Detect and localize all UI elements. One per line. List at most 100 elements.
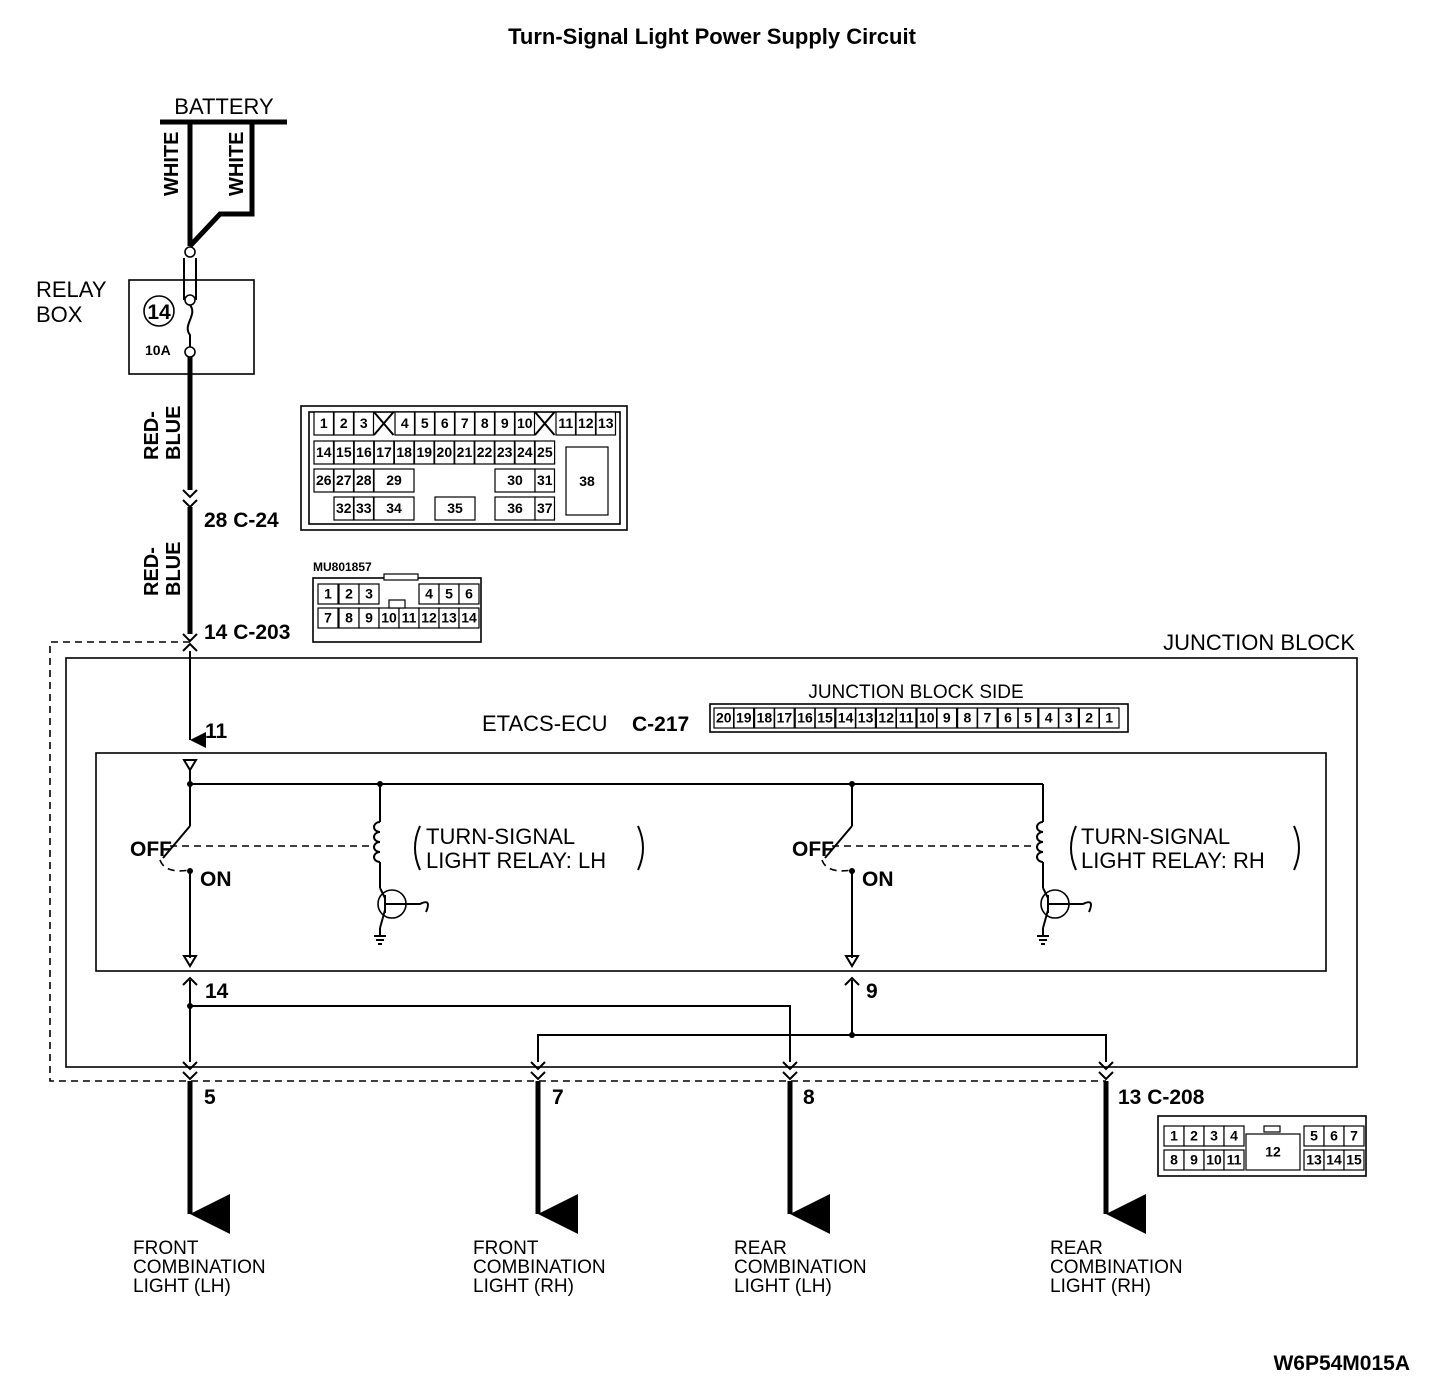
c208-pin-number: 13 [1306, 1152, 1322, 1168]
c208-pin-7: 7 [552, 1086, 564, 1109]
relay-rh-switch-contact [824, 825, 853, 859]
relay-box-label-2: BOX [36, 302, 83, 327]
c24-cell [595, 411, 617, 436]
figure-id: W6P54M015A [1273, 1352, 1410, 1375]
c208-pin-number: 15 [1346, 1152, 1362, 1168]
c217-pin-number: 12 [878, 709, 894, 725]
c24-pin-number: 35 [447, 500, 463, 516]
c24-cell [514, 411, 536, 436]
c24-pin-number: 1 [320, 415, 328, 431]
c203-pin-number: 3 [365, 586, 373, 602]
c24-pin-number: 4 [401, 415, 409, 431]
junction-block-box [65, 657, 1358, 1068]
c217-pin-number: 16 [797, 709, 813, 725]
fusible-link [183, 258, 197, 300]
c217-cell [855, 707, 876, 729]
c208-pin-number: 11 [1227, 1152, 1242, 1168]
c24-pin-number: 13 [598, 415, 614, 431]
relay-lh-off: OFF [130, 838, 172, 861]
fuse-rating: 10A [145, 342, 171, 358]
fuse-terminal-top [184, 294, 196, 306]
fuse-number-circle [143, 295, 175, 327]
c217-pin-number: 2 [1085, 709, 1093, 725]
c208-cell [1245, 1133, 1301, 1171]
relay-lh-label-1: TURN-SIGNAL [426, 824, 575, 849]
c203-cell [458, 583, 480, 605]
c24-pin-number: 11 [558, 415, 573, 431]
c217-pin-number: 14 [838, 709, 854, 725]
c203-pin-number: 11 [402, 610, 417, 626]
c203-cell [317, 607, 339, 629]
c24-cell [565, 446, 609, 516]
c217-pin-number: 1 [1105, 709, 1113, 725]
c208-pin-8: 8 [803, 1086, 815, 1109]
c208-pin-number: 1 [1170, 1128, 1178, 1144]
ecu-pin-9-label: 9 [866, 980, 878, 1003]
c24-cell [373, 468, 415, 493]
c217-pin-number: 9 [943, 709, 951, 725]
c208-pin-5: 5 [204, 1086, 216, 1109]
c217-pin-number: 7 [984, 709, 992, 725]
connector-c24-symbol [182, 489, 198, 509]
c217-pin-number: 8 [964, 709, 972, 725]
c217-pin-number: 20 [716, 709, 732, 725]
c217-pin-number: 11 [899, 709, 914, 725]
c203-cell [358, 583, 380, 605]
c203-pin-number: 12 [421, 610, 437, 626]
c217-cell [773, 707, 795, 729]
c208-pin-number: 7 [1350, 1128, 1358, 1144]
c24-pin-number: 16 [356, 444, 372, 460]
wire-color-red-blue-2b: BLUE [163, 542, 185, 596]
c24-pin-number: 18 [396, 444, 412, 460]
svg-text:COMBINATION: COMBINATION [1050, 1257, 1183, 1278]
ecu-pin-11-label: 11 [205, 720, 228, 743]
c24-pin-number: 25 [537, 444, 553, 460]
c208-pin-number: 8 [1170, 1152, 1178, 1168]
c24-pin-number: 31 [537, 472, 553, 488]
c217-pin-number: 15 [817, 709, 833, 725]
c217-cell [1098, 707, 1120, 729]
c24-pin-number: 21 [457, 444, 473, 460]
output-front-rh: FRONT COMBINATION LIGHT (RH) [473, 1238, 606, 1297]
c24-cell [393, 440, 415, 465]
relay-rh-on: ON [862, 868, 894, 891]
c24-pin-number: 3 [360, 415, 368, 431]
wire-lh-to-rear [190, 1005, 791, 1062]
c24-pin-number: 7 [461, 415, 469, 431]
svg-text:COMBINATION: COMBINATION [473, 1257, 606, 1278]
c24-cell [333, 440, 355, 465]
c203-pin-number: 1 [324, 586, 332, 602]
c203-pin-number: 5 [445, 586, 453, 602]
c217-connector-label: C-217 [632, 713, 689, 736]
c24-pin-number: 27 [336, 472, 352, 488]
c24-pin-number: 6 [441, 415, 449, 431]
c24-pin-number: 22 [477, 444, 493, 460]
output-front-lh: FRONT COMBINATION LIGHT (LH) [133, 1238, 266, 1297]
c203-pin-number: 13 [441, 610, 457, 626]
c24-pin-number: 5 [421, 415, 429, 431]
junction-block-label: JUNCTION BLOCK [1163, 630, 1355, 655]
fusible-link-top [184, 246, 196, 258]
c24-pin-number: 26 [316, 472, 332, 488]
c208-pin-number: 3 [1210, 1128, 1218, 1144]
c208-cell [1343, 1125, 1365, 1147]
c24-cell [474, 440, 495, 465]
relay-rh-off: OFF [792, 838, 834, 861]
c24-pin-number: 17 [376, 444, 392, 460]
relay-lh-label-2: LIGHT RELAY: LH [426, 848, 606, 873]
c208-terminals [182, 1061, 1114, 1081]
c24-cell [353, 411, 375, 436]
c203-part-number: MU801857 [313, 560, 372, 574]
c24-blank-cavity [534, 411, 556, 436]
c24-pin-number: 37 [537, 500, 553, 516]
c203-pin-number: 2 [345, 586, 353, 602]
c24-pin-number: 12 [578, 415, 594, 431]
c24-cell [534, 440, 556, 465]
svg-text:LIGHT (LH): LIGHT (LH) [734, 1276, 832, 1297]
output-rear-rh: REAR COMBINATION LIGHT (RH) [1050, 1238, 1183, 1297]
wire-color-red-blue-1a: RED- [141, 411, 163, 460]
c24-cell [313, 440, 335, 465]
